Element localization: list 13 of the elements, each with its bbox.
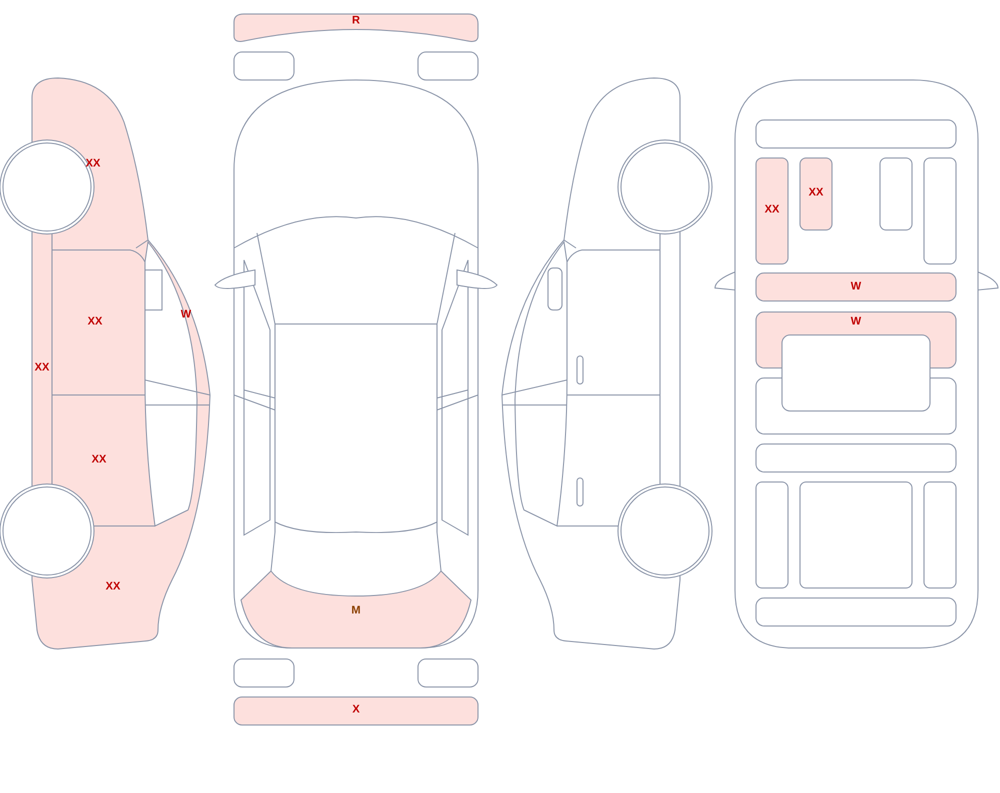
damage-code: R	[352, 16, 360, 26]
damage-code: XX	[34, 362, 50, 374]
damage-code: XX	[86, 158, 100, 170]
damage-code: XX	[88, 316, 102, 328]
damage-code: XX	[808, 188, 824, 198]
damage-code: XX	[106, 582, 120, 592]
damage-code: W	[850, 282, 862, 292]
damage-code: X	[352, 704, 360, 716]
damage-code: XX	[764, 204, 780, 216]
damage-code: W	[180, 310, 192, 320]
damage-code: XX	[92, 454, 106, 466]
damage-code: M	[351, 606, 361, 616]
damage-code: W	[850, 316, 862, 328]
